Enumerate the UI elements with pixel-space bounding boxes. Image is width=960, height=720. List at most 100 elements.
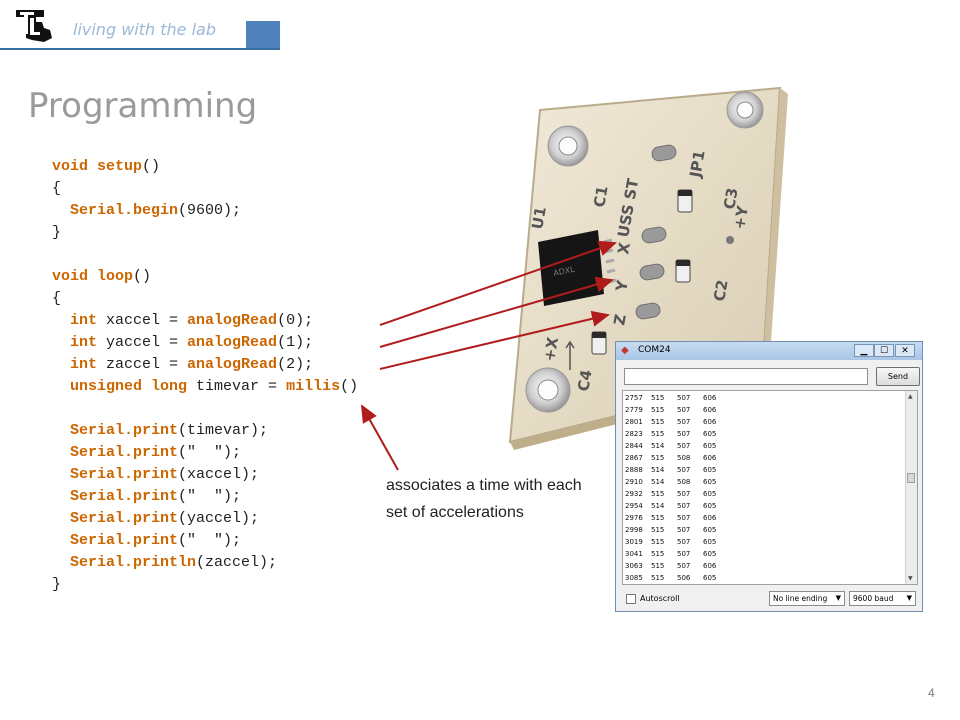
baud-rate-value: 9600 baud	[853, 594, 894, 603]
serial-value: 507	[677, 418, 691, 426]
serial-input[interactable]	[624, 368, 868, 385]
code-line: unsigned long timevar = millis()	[52, 376, 358, 398]
code-token: (0);	[277, 312, 314, 329]
serial-value: 2867	[625, 454, 643, 462]
code-token: (" ");	[178, 532, 242, 549]
code-line: }	[52, 222, 358, 244]
serial-value: 515	[651, 550, 665, 558]
serial-value: 507	[677, 466, 691, 474]
code-token-fn: Serial.print	[70, 510, 179, 527]
serial-value: 507	[677, 526, 691, 534]
board-label-x: X	[614, 241, 634, 256]
scroll-down-icon[interactable]: ▼	[908, 575, 913, 582]
code-token: }	[52, 576, 62, 593]
code-token	[52, 422, 70, 439]
code-token: (" ");	[178, 488, 242, 505]
code-token: xaccel =	[97, 312, 188, 329]
serial-value: 515	[651, 430, 665, 438]
serial-value: 605	[703, 478, 717, 486]
serial-value: 515	[651, 454, 665, 462]
code-line: Serial.print(" ");	[52, 442, 358, 464]
code-token-kw: int	[70, 356, 98, 373]
serial-value: 515	[651, 514, 665, 522]
code-line: void setup()	[52, 156, 358, 178]
serial-value: 2801	[625, 418, 643, 426]
code-token: timevar =	[187, 378, 287, 395]
send-button[interactable]: Send	[876, 367, 920, 386]
arrow-millis	[361, 404, 399, 471]
serial-value: 2888	[625, 466, 643, 474]
code-token-fn: Serial.print	[70, 488, 179, 505]
code-line: Serial.print(xaccel);	[52, 464, 358, 486]
slide-title: Programming	[28, 86, 258, 126]
serial-value: 515	[651, 538, 665, 546]
serial-value: 605	[703, 550, 717, 558]
code-token: (" ");	[178, 444, 242, 461]
serial-value: 508	[677, 454, 691, 462]
autoscroll-label: Autoscroll	[640, 594, 680, 603]
scroll-up-icon[interactable]: ▲	[908, 393, 913, 400]
code-line: }	[52, 574, 358, 596]
code-token	[52, 488, 70, 505]
serial-value: 3019	[625, 538, 643, 546]
serial-value: 507	[677, 538, 691, 546]
code-line: void loop()	[52, 266, 358, 288]
minimize-button[interactable]: ▁	[854, 344, 874, 357]
code-token	[52, 378, 70, 395]
serial-value: 3085	[625, 574, 643, 582]
autoscroll-checkbox[interactable]	[626, 594, 636, 604]
close-button[interactable]: ✕	[895, 344, 915, 357]
serial-value: 605	[703, 538, 717, 546]
line-ending-select[interactable]: No line ending ▼	[769, 591, 845, 606]
code-token-kw: void loop	[52, 268, 134, 285]
serial-value: 507	[677, 550, 691, 558]
serial-value: 2998	[625, 526, 643, 534]
code-token: ()	[133, 268, 152, 285]
serial-value: 605	[703, 466, 717, 474]
serial-monitor-titlebar[interactable]: ◆ COM24 ▁ ☐ ✕	[616, 342, 922, 360]
annotation-text: associates a time with each set of accel…	[386, 477, 582, 521]
scroll-thumb[interactable]	[907, 473, 915, 483]
code-line: Serial.begin(9600);	[52, 200, 358, 222]
code-line: Serial.print(" ");	[52, 530, 358, 552]
code-token	[52, 444, 70, 461]
header-accent-box	[246, 21, 280, 49]
code-line	[52, 398, 358, 420]
serial-value: 605	[703, 430, 717, 438]
code-token-fn: millis	[286, 378, 341, 395]
code-line: Serial.print(" ");	[52, 486, 358, 508]
code-token	[52, 312, 70, 329]
serial-value: 514	[651, 478, 665, 486]
serial-value: 606	[703, 562, 717, 570]
code-token	[52, 554, 70, 571]
maximize-button[interactable]: ☐	[874, 344, 894, 357]
line-ending-value: No line ending	[773, 594, 828, 603]
vertical-scrollbar[interactable]: ▲ ▼	[905, 391, 917, 584]
code-token	[52, 466, 70, 483]
serial-value: 2757	[625, 394, 643, 402]
code-token-fn: analogRead	[187, 312, 278, 329]
serial-value: 515	[651, 394, 665, 402]
serial-value: 606	[703, 514, 717, 522]
board-label-c3: C3	[720, 186, 741, 210]
serial-value: 515	[651, 406, 665, 414]
serial-value: 605	[703, 442, 717, 450]
board-label-c1: C1	[590, 184, 611, 208]
code-line: int xaccel = analogRead(0);	[52, 310, 358, 332]
code-token-fn: Serial.print	[70, 532, 179, 549]
header-tagline: living with the lab	[73, 20, 216, 39]
baud-rate-select[interactable]: 9600 baud ▼	[849, 591, 916, 606]
code-token: (2);	[277, 356, 314, 373]
code-token: {	[52, 180, 62, 197]
code-token: zaccel =	[97, 356, 188, 373]
code-line: Serial.println(zaccel);	[52, 552, 358, 574]
code-line	[52, 244, 358, 266]
serial-value: 507	[677, 490, 691, 498]
serial-value: 605	[703, 574, 717, 582]
serial-value: 606	[703, 454, 717, 462]
app-icon: ◆	[621, 345, 629, 356]
serial-value: 605	[703, 526, 717, 534]
code-token: ()	[142, 158, 161, 175]
code-token	[52, 532, 70, 549]
